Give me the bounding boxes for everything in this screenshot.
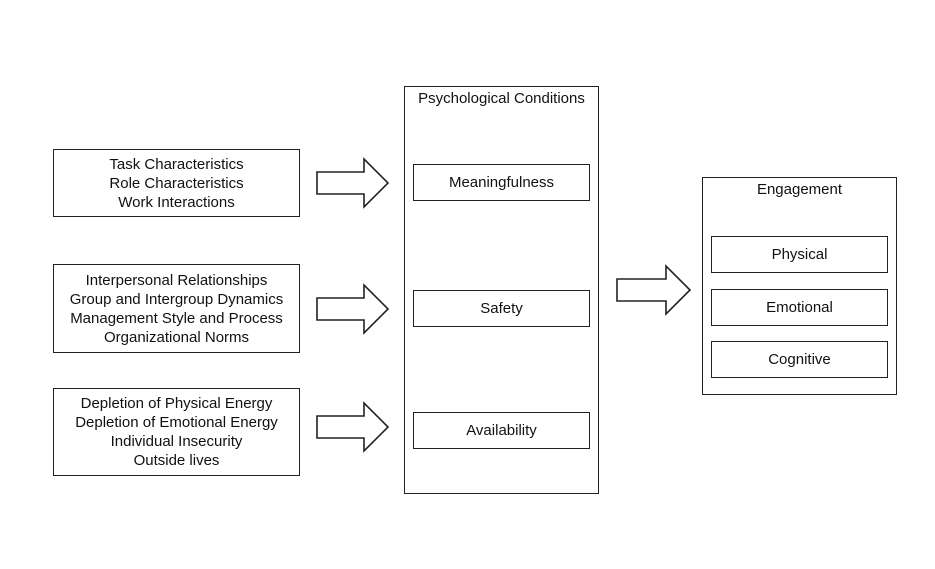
arrow-to-meaningfulness <box>316 157 390 209</box>
arrow-to-safety <box>316 283 390 335</box>
psychological-conditions-title: Psychological Conditions <box>418 90 585 107</box>
antecedent-line: Outside lives <box>133 452 220 469</box>
condition-availability: Availability <box>413 412 590 449</box>
antecedent-line: Management Style and Process <box>70 309 283 327</box>
antecedent-line: Organizational Norms <box>103 328 250 346</box>
antecedent-box-work: Task Characteristics Role Characteristic… <box>53 149 300 217</box>
arrow-to-availability <box>316 401 390 453</box>
engagement-physical: Physical <box>711 236 888 273</box>
antecedent-box-social: Interpersonal Relationships Group and In… <box>53 264 300 353</box>
engagement-emotional: Emotional <box>711 289 888 326</box>
antecedent-line: Individual Insecurity <box>110 433 243 450</box>
antecedent-line: Group and Intergroup Dynamics <box>69 290 284 308</box>
condition-safety: Safety <box>413 290 590 327</box>
antecedent-line: Interpersonal Relationships <box>85 271 268 289</box>
antecedent-line: Role Characteristics <box>109 174 244 192</box>
arrow-to-engagement <box>616 264 692 316</box>
antecedent-line: Depletion of Emotional Energy <box>75 414 278 431</box>
antecedent-box-energy: Depletion of Physical Energy Depletion o… <box>53 388 300 476</box>
engagement-title: Engagement <box>756 181 843 198</box>
antecedent-line: Work Interactions <box>118 193 235 211</box>
antecedent-line: Depletion of Physical Energy <box>80 395 273 412</box>
condition-meaningfulness: Meaningfulness <box>413 164 590 201</box>
antecedent-line: Task Characteristics <box>109 155 244 173</box>
engagement-cognitive: Cognitive <box>711 341 888 378</box>
